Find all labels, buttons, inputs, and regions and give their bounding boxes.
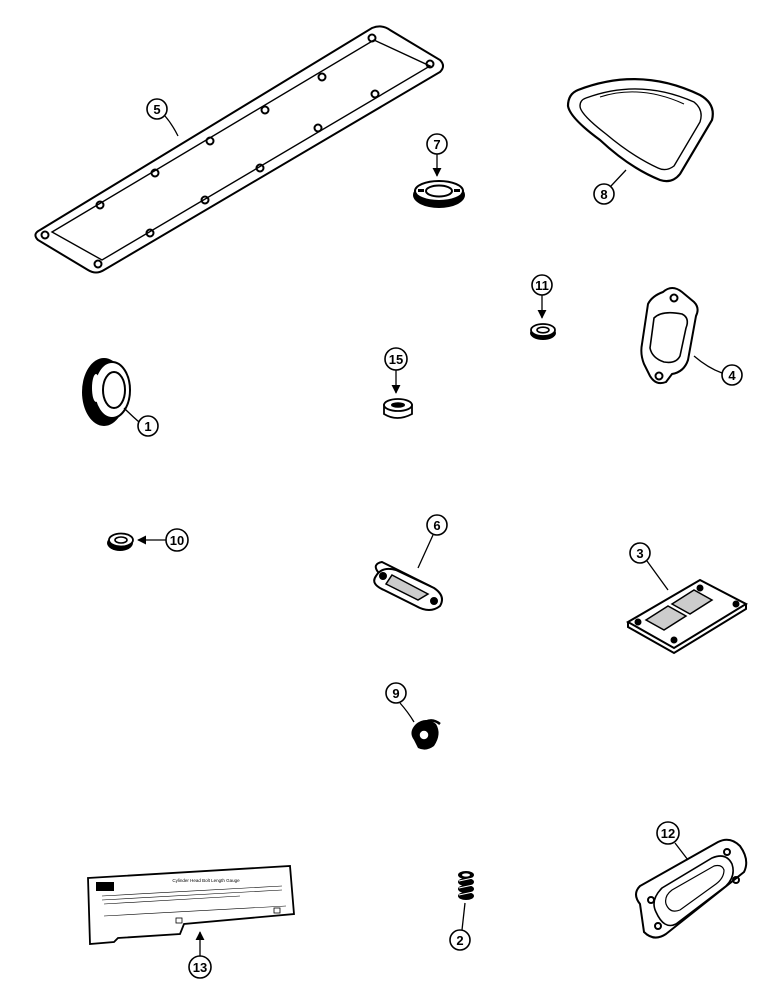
callout-2-label: 2 xyxy=(456,933,463,948)
part-10-small-seal xyxy=(107,532,134,551)
callout-11: 11 xyxy=(531,274,553,319)
part-1-large-seal xyxy=(82,358,131,426)
part-8-valve-cover-gasket xyxy=(566,78,714,183)
part-12-flange-gasket xyxy=(635,838,748,939)
callout-10-label: 10 xyxy=(170,533,184,548)
part-11-small-seal xyxy=(530,323,556,340)
callout-12-label: 12 xyxy=(661,826,675,841)
callout-12: 12 xyxy=(656,821,689,861)
part-4-manifold-gasket xyxy=(640,287,699,385)
callout-7-label: 7 xyxy=(433,137,440,152)
callout-8-label: 8 xyxy=(600,187,607,202)
callout-13: 13 xyxy=(188,931,212,979)
part-13-bolt-length-gauge: Cylinder Head Bolt Length Gauge xyxy=(87,865,295,945)
callout-7: 7 xyxy=(426,133,448,177)
callout-10: 10 xyxy=(137,528,189,552)
callout-3: 3 xyxy=(629,542,669,591)
callout-15: 15 xyxy=(384,347,408,394)
callout-5: 5 xyxy=(146,98,179,137)
part-15-plug xyxy=(383,398,413,419)
callout-4: 4 xyxy=(693,355,743,386)
callout-2: 2 xyxy=(449,902,471,951)
callout-6: 6 xyxy=(417,514,448,569)
part-5-rocker-cover-gasket xyxy=(34,25,444,274)
callout-5-label: 5 xyxy=(153,102,160,117)
callout-1: 1 xyxy=(123,407,159,437)
part-3-double-port-gasket xyxy=(625,578,749,655)
callout-11-label: 11 xyxy=(535,278,549,293)
callout-3-label: 3 xyxy=(636,546,643,561)
part-2-spring xyxy=(458,871,474,900)
callout-9-label: 9 xyxy=(392,686,399,701)
gauge-logo-block xyxy=(96,882,114,891)
gauge-card-title: Cylinder Head Bolt Length Gauge xyxy=(172,878,240,883)
callout-4-label: 4 xyxy=(728,368,736,383)
callout-9: 9 xyxy=(385,682,415,723)
callout-6-label: 6 xyxy=(433,518,440,533)
part-9-clip xyxy=(411,719,441,750)
callout-13-label: 13 xyxy=(193,960,207,975)
part-6-oval-gasket xyxy=(373,560,443,611)
callout-8: 8 xyxy=(593,169,627,205)
callout-15-label: 15 xyxy=(389,352,403,367)
callout-1-label: 1 xyxy=(144,419,151,434)
part-7-seal-ring xyxy=(413,180,465,208)
